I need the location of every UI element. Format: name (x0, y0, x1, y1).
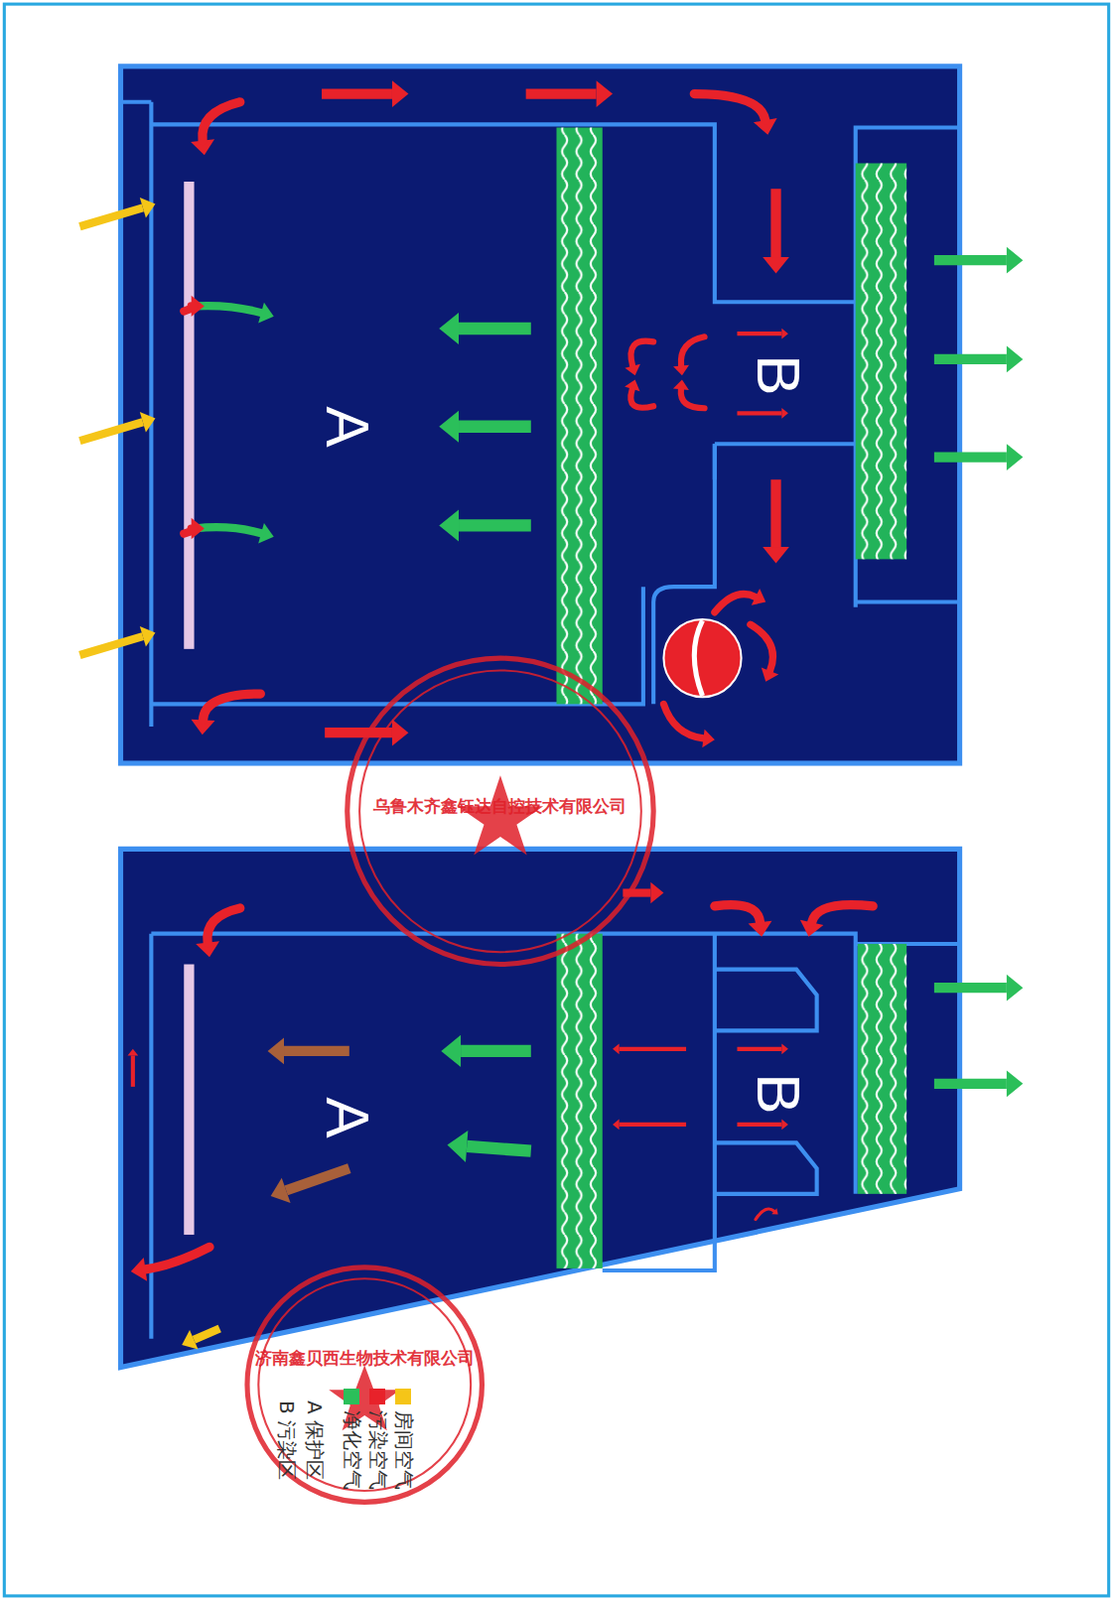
airflow-arrow (194, 527, 263, 534)
arrow-head (650, 882, 664, 904)
airflow-arrow (285, 1168, 350, 1191)
airflow-arrow (934, 354, 1007, 365)
airflow-arrow (458, 420, 532, 433)
airflow-arrow (458, 519, 532, 532)
legend-text: 房间空气 (392, 1410, 417, 1491)
airflow-arrow (131, 1055, 136, 1087)
airflow-arrow (619, 1122, 687, 1127)
stamp-text: 济南鑫贝西生物技术有限公司 (255, 1346, 475, 1370)
arrow-head (1006, 346, 1023, 374)
legend-text: 净化空气 (340, 1410, 365, 1491)
airflow-arrow (663, 703, 703, 739)
arrow-head (438, 312, 459, 345)
airflow-arrow (770, 479, 781, 548)
airflow-arrow (324, 727, 393, 738)
arrow-head (392, 719, 409, 747)
airflow-arrow (736, 411, 782, 416)
arrow-head (1006, 974, 1023, 1002)
legend-item: 净化空气 (341, 1389, 364, 1491)
airflow-arrow (207, 908, 241, 944)
arrow-head (1006, 443, 1023, 471)
arrow-head (781, 1119, 789, 1131)
legend-key: B 污染区 (276, 1400, 298, 1481)
legend-key: A 保护区 (303, 1400, 326, 1481)
zone-letter: B (747, 355, 810, 397)
arrow-head (612, 1119, 620, 1131)
airflow-arrow (193, 1329, 220, 1341)
airflow-arrow (812, 905, 874, 924)
arrow-head (1006, 247, 1023, 275)
airflow-arrow (630, 341, 654, 367)
airflow-arrow (694, 94, 765, 122)
airflow-arrow (321, 88, 393, 99)
airflow-arrow (466, 1146, 532, 1152)
arrow-head (596, 80, 613, 108)
airflow-arrow (619, 1047, 687, 1052)
airflow-arrow (622, 888, 651, 897)
airflow-arrow (183, 305, 194, 311)
legend-swatch (395, 1389, 412, 1405)
airflow-arrow (736, 1047, 782, 1052)
airflow-arrow (736, 1122, 782, 1127)
airflow-arrow (681, 389, 705, 409)
page-frame (3, 3, 1109, 1597)
legend-item: 污染空气 (367, 1389, 390, 1491)
airflow-arrow (202, 102, 241, 141)
airflow-arrow (681, 336, 705, 366)
airflow-arrow (526, 88, 597, 99)
airflow-arrow (144, 1247, 210, 1270)
airflow-arrow (194, 305, 263, 313)
legend-swatch (343, 1389, 360, 1405)
arrow-head (762, 257, 790, 274)
airflow-arrow (736, 331, 782, 336)
arrow-head (762, 547, 790, 563)
arrow-head (781, 408, 789, 419)
arrow-head (446, 1130, 468, 1163)
airflow-arrow (79, 421, 142, 441)
airflow-arrow (934, 1079, 1007, 1090)
airflow-arrow (714, 593, 756, 612)
zone-letter: A (316, 406, 379, 447)
arrow-head (781, 1044, 789, 1056)
airflow-arrow (755, 1209, 775, 1221)
arrow-head (1006, 1070, 1023, 1098)
legend-item: 房间空气 (393, 1389, 416, 1491)
legend-text: 污染空气 (366, 1410, 391, 1491)
arrow-head (268, 1038, 284, 1066)
airflow-arrow (283, 1046, 350, 1057)
airflow-arrow (460, 1045, 532, 1058)
airflow-arrow (934, 451, 1007, 462)
arrow-head (392, 80, 409, 108)
airflow-arrow (934, 982, 1007, 993)
airflow-arrow (79, 207, 142, 227)
airflow-arrow (203, 694, 262, 720)
airflow-arrow (183, 529, 194, 535)
airflow-arrow (750, 624, 774, 672)
arrow-head (438, 509, 459, 542)
zone-letter: B (747, 1074, 810, 1115)
arrow-head (438, 411, 459, 443)
airflow-arrow (934, 255, 1007, 266)
zone-letter: A (316, 1097, 379, 1138)
arrow-head (440, 1035, 461, 1068)
airflow-arrow (630, 389, 654, 409)
airflow-arrows (79, 80, 1023, 1350)
arrow-head (781, 328, 789, 340)
cabinet-top (121, 66, 961, 764)
arrow-head (128, 1049, 140, 1057)
airflow-arrow (770, 188, 781, 258)
seal-stamp (247, 658, 654, 1503)
stamp-text: 乌鲁木齐鑫钰达自控技术有限公司 (373, 795, 627, 819)
airflow-arrow (458, 322, 532, 335)
airflow-arrow (714, 905, 761, 923)
cabinet-bottom (121, 848, 961, 1368)
airflow-arrow (79, 636, 142, 656)
legend-swatch (369, 1389, 386, 1405)
arrow-head (612, 1044, 620, 1056)
